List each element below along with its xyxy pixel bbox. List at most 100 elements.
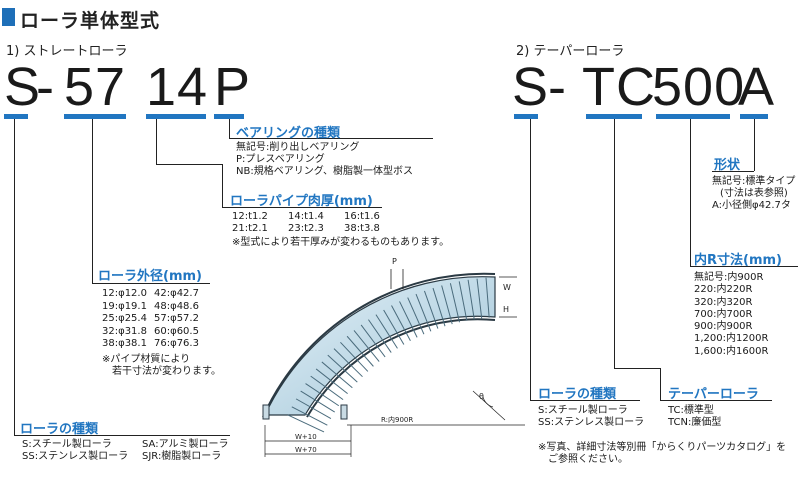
roller-line — [353, 330, 380, 362]
diameter-value: 19:φ19.1 — [102, 300, 147, 312]
diameter-value: 12:φ12.0 — [102, 288, 147, 299]
diameter-note-line: ※パイプ材質により — [102, 354, 191, 365]
roller-line — [295, 398, 332, 419]
diameter-label: ローラ外径(mm) — [98, 269, 202, 284]
diameter-note: ※パイプ材質により 若干寸法が変わります。 — [102, 354, 221, 378]
taper-roller-item: TC:標準型 — [668, 405, 714, 416]
type-item: SS:ステンレス製ローラ — [22, 451, 129, 462]
roller-line — [432, 287, 446, 327]
taper-code-tc: TC — [582, 57, 656, 117]
pipe-value: 16:t1.6 — [344, 211, 380, 222]
pipe-note: ※型式により若干厚みが変わるものもあります。 — [232, 237, 450, 248]
roller-line — [383, 309, 405, 345]
diameter-value: 57:φ57.2 — [154, 313, 199, 324]
type-item: S:スチール製ローラ — [22, 439, 112, 450]
roller-line — [305, 383, 340, 407]
roller-line — [315, 368, 348, 394]
diameter-value: 76:φ76.3 — [154, 338, 199, 349]
inner-r-item: 220:内220R — [694, 284, 753, 296]
leader-inner-r — [690, 119, 691, 266]
shape-item: (寸法は表参照) — [720, 188, 788, 199]
roller-line — [375, 314, 398, 349]
pipe-label: ローラパイプ肉厚(mm) — [230, 194, 373, 209]
shape-item: A:小径側φ42.7タ — [712, 200, 791, 211]
leader-pipe-h2 — [222, 207, 382, 208]
diameter-note-line: 若干寸法が変わります。 — [112, 366, 221, 377]
roller-line — [467, 279, 475, 320]
leader-taper-roller — [614, 119, 615, 368]
taper-note: ※写真、詳細寸法等別冊「からくりパーツカタログ」を ご参照ください。 — [538, 442, 786, 466]
inner-r-item: 900:内900R — [694, 321, 753, 333]
label-w10: W+10 — [295, 433, 317, 441]
straight-code-thickness: 14 — [146, 57, 209, 117]
inner-frame — [306, 318, 496, 418]
leader-taper-roller-h1 — [614, 368, 660, 369]
leader-inner-r-h — [690, 266, 798, 267]
roller-line — [391, 305, 411, 342]
underline-diameter — [64, 114, 126, 119]
inner-r-item: 320:内320R — [694, 296, 753, 308]
leader-pipe-h1 — [156, 164, 222, 165]
roller-line — [333, 348, 363, 378]
straight-heading: 1) ストレートローラ — [6, 44, 128, 59]
roller-line — [346, 335, 374, 367]
diameter-value: 25:φ25.4 — [102, 313, 147, 324]
underline-thickness — [146, 114, 206, 119]
roller-line — [423, 290, 439, 329]
leader-taper-type — [530, 119, 531, 400]
type-item: SJR:樹脂製ローラ — [142, 451, 222, 462]
roller-line — [415, 293, 432, 332]
roller-line — [310, 375, 344, 401]
straight-code-dash: - — [36, 57, 55, 117]
underline-shape — [740, 114, 768, 119]
label-w: W — [503, 283, 511, 292]
diameter-value: 32:φ31.8 — [102, 325, 147, 337]
roller-line — [287, 414, 325, 433]
straight-code-s: S — [4, 57, 42, 117]
taper-type-list: S:スチール製ローラ SS:ステンレス製ローラ — [538, 405, 644, 429]
straight-code-diameter: 57 — [64, 57, 127, 117]
outer-frame — [262, 272, 496, 418]
pipe-grid: 12:t1.2 14:t1.4 16:t1.6 21:t2.1 23:t2.3 … — [232, 211, 392, 235]
leader-taper-type-h — [530, 400, 640, 401]
pipe-value: 14:t1.4 — [288, 211, 324, 222]
roller-line — [340, 341, 369, 372]
taper-code-shape: A — [738, 57, 776, 117]
taper-type-item: SS:ステンレス製ローラ — [538, 417, 645, 428]
roller-line — [300, 390, 335, 413]
leg-right — [340, 404, 348, 420]
roller-line — [458, 281, 468, 321]
pipe-value: 38:t3.8 — [344, 223, 380, 234]
bearing-item: 無記号:削り出しベアリング — [236, 142, 360, 153]
pipe-value: 23:t2.3 — [288, 223, 324, 234]
roller-line — [485, 277, 490, 318]
shape-label: 形状 — [714, 158, 741, 173]
diameter-value: 60:φ60.5 — [154, 325, 199, 337]
roller-line — [321, 361, 353, 389]
inner-r-item: 1,600:内1600R — [694, 345, 769, 357]
taper-note-line: ※写真、詳細寸法等別冊「からくりパーツカタログ」を — [538, 442, 787, 453]
shape-item: 無記号:標準タイプ — [712, 176, 796, 187]
roller-band — [264, 276, 496, 416]
leader-bearing — [229, 119, 230, 138]
leader-pipe-v2 — [222, 164, 223, 207]
type-item: SA:アルミ製ローラ — [142, 439, 229, 450]
inner-r-item: 700:内700R — [694, 308, 753, 320]
leader-type-h — [14, 435, 230, 436]
label-radius: R:内900R — [381, 415, 413, 424]
taper-code-r: 500 — [652, 57, 746, 117]
taper-code-s: S — [512, 57, 550, 117]
roller-line — [360, 324, 386, 358]
leader-pipe-v1 — [156, 119, 157, 164]
leader-shape — [754, 119, 755, 171]
taper-code-dash: - — [548, 57, 567, 117]
diameter-grid: 12:φ12.0 42:φ42.7 19:φ19.1 48:φ48.6 25:φ… — [102, 288, 206, 351]
page-title: ローラ単体型式 — [20, 10, 161, 32]
label-p: P — [392, 257, 397, 266]
underline-taper-roller — [586, 114, 642, 119]
inner-r-item: 無記号:内900R — [694, 272, 764, 283]
taper-note-line: ご参照ください。 — [548, 454, 628, 465]
shape-list: 無記号:標準タイプ (寸法は表参照) A:小径側φ42.7タ — [712, 176, 795, 212]
pipe-value: 21:t2.1 — [232, 223, 268, 234]
underline-bearing — [214, 114, 244, 119]
